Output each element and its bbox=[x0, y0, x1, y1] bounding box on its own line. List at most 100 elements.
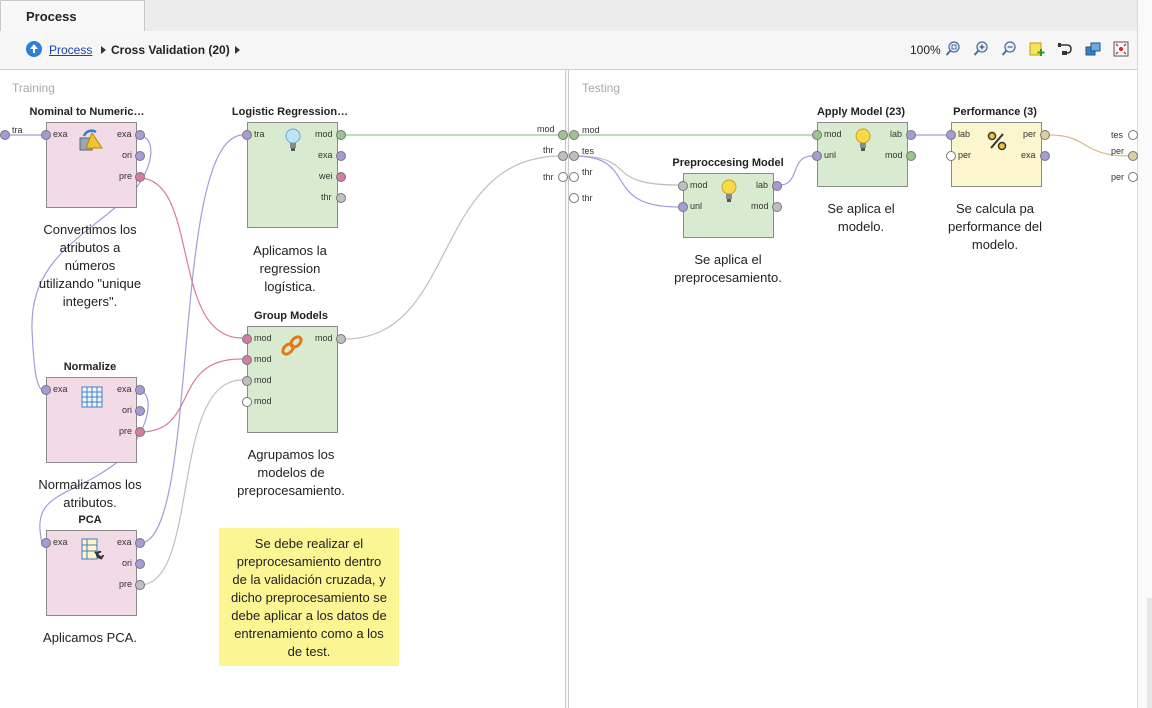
auto-wire-icon[interactable] bbox=[1057, 41, 1073, 57]
training-input-label: tra bbox=[12, 125, 23, 135]
zoom-out-icon[interactable] bbox=[1001, 41, 1017, 57]
testing-input-port-thr[interactable] bbox=[569, 172, 579, 182]
prepmodel-in-unl[interactable] bbox=[678, 202, 688, 212]
description-text: Normalizamos los atributos. bbox=[38, 477, 142, 510]
description-text: Se calcula pa performance del modelo. bbox=[948, 201, 1042, 252]
description-text: Aplicamos la regression logística. bbox=[253, 243, 327, 294]
group-in-mod-4[interactable] bbox=[242, 397, 252, 407]
normalize-in-exa[interactable] bbox=[41, 385, 51, 395]
pca-out-exa[interactable] bbox=[135, 538, 145, 548]
testing-output-port-tes[interactable] bbox=[1128, 130, 1138, 140]
add-note-icon[interactable] bbox=[1029, 41, 1045, 57]
tab-process[interactable]: Process bbox=[0, 0, 145, 31]
performance-operator[interactable] bbox=[951, 122, 1042, 187]
nominal-description: Convertimos los atributos a números util… bbox=[39, 221, 141, 311]
testing-output-port-per-empty[interactable] bbox=[1128, 172, 1138, 182]
performance-in-per[interactable] bbox=[946, 151, 956, 161]
prepmodel-out-mod[interactable] bbox=[772, 202, 782, 212]
subprocess-divider[interactable] bbox=[565, 70, 569, 708]
normalize-out-pre[interactable] bbox=[135, 427, 145, 437]
prepmodel-out-lab[interactable] bbox=[772, 181, 782, 191]
port-label: wei bbox=[319, 171, 333, 181]
go-up-icon[interactable] bbox=[26, 41, 42, 57]
port-label: pre bbox=[119, 171, 133, 181]
port-label: exa bbox=[53, 384, 68, 394]
logreg-in-tra[interactable] bbox=[242, 130, 252, 140]
group-in-mod-1[interactable] bbox=[242, 334, 252, 344]
normalize-operator[interactable] bbox=[46, 377, 137, 463]
pca-operator[interactable] bbox=[46, 530, 137, 616]
group-models-operator[interactable] bbox=[247, 326, 338, 433]
zoom-in-icon[interactable] bbox=[973, 41, 989, 57]
testing-input-label-mod: mod bbox=[582, 125, 600, 135]
nominal-in-exa[interactable] bbox=[41, 130, 51, 140]
tab-bar: Process bbox=[0, 0, 1152, 32]
logistic-regression-operator[interactable] bbox=[247, 122, 338, 228]
breadcrumb-expand-icon[interactable] bbox=[235, 46, 240, 54]
sticky-note[interactable]: Se debe realizar el preprocesamiento den… bbox=[219, 528, 399, 666]
arrange-operators-icon[interactable] bbox=[1085, 41, 1101, 57]
testing-input-port-mod[interactable] bbox=[569, 130, 579, 140]
testing-input-port-thr-empty[interactable] bbox=[569, 193, 579, 203]
performance-out-exa[interactable] bbox=[1040, 151, 1050, 161]
testing-section-label: Testing bbox=[582, 81, 621, 95]
group-in-mod-2[interactable] bbox=[242, 355, 252, 365]
nominal-out-exa[interactable] bbox=[135, 130, 145, 140]
port-label: unl bbox=[824, 150, 837, 160]
training-output-label-mod: mod bbox=[537, 124, 555, 134]
port-label: per bbox=[1023, 129, 1037, 139]
description-text: Convertimos los atributos a números util… bbox=[38, 222, 142, 309]
prepmodel-in-mod[interactable] bbox=[678, 181, 688, 191]
nominal-out-pre[interactable] bbox=[135, 172, 145, 182]
port-label: lab bbox=[958, 129, 971, 139]
nominal-to-numerical-operator[interactable] bbox=[46, 122, 137, 208]
apply-out-mod[interactable] bbox=[906, 151, 916, 161]
breadcrumb-root-link[interactable]: Process bbox=[49, 43, 93, 57]
testing-output-port-per[interactable] bbox=[1128, 151, 1138, 161]
nominal-out-ori[interactable] bbox=[135, 151, 145, 161]
port-label: tra bbox=[254, 129, 265, 139]
port-label: mod bbox=[254, 375, 272, 385]
pca-out-pre[interactable] bbox=[135, 580, 145, 590]
apply-out-lab[interactable] bbox=[906, 130, 916, 140]
logreg-out-mod[interactable] bbox=[336, 130, 346, 140]
group-out-mod[interactable] bbox=[336, 334, 346, 344]
logreg-out-exa[interactable] bbox=[336, 151, 346, 161]
port-label: thr bbox=[321, 192, 332, 202]
port-label: exa bbox=[53, 129, 68, 139]
port-label: exa bbox=[117, 384, 132, 394]
logreg-out-wei[interactable] bbox=[336, 172, 346, 182]
testing-input-label-thr: thr bbox=[582, 167, 593, 177]
performance-in-lab[interactable] bbox=[946, 130, 956, 140]
normalize-out-ori[interactable] bbox=[135, 406, 145, 416]
pca-out-ori[interactable] bbox=[135, 559, 145, 569]
logreg-out-thr[interactable] bbox=[336, 193, 346, 203]
normalize-out-exa[interactable] bbox=[135, 385, 145, 395]
testing-input-port-tes[interactable] bbox=[569, 151, 579, 161]
training-output-port-mod[interactable] bbox=[558, 130, 568, 140]
lightbulb-icon bbox=[855, 128, 871, 151]
group-in-mod-3[interactable] bbox=[242, 376, 252, 386]
pca-in-exa[interactable] bbox=[41, 538, 51, 548]
fit-view-icon[interactable] bbox=[1113, 41, 1129, 57]
port-label: ori bbox=[122, 150, 133, 160]
preprocessing-model-operator[interactable] bbox=[683, 173, 774, 238]
training-input-port[interactable] bbox=[0, 130, 10, 140]
nominal-title: Nominal to Numeric… bbox=[29, 106, 145, 118]
apply-in-unl[interactable] bbox=[812, 151, 822, 161]
scrollbar[interactable] bbox=[1147, 598, 1152, 708]
training-output-port-empty[interactable] bbox=[558, 172, 568, 182]
port-label: mod bbox=[315, 333, 333, 343]
logreg-title: Logistic Regression… bbox=[231, 106, 349, 118]
training-section-label: Training bbox=[12, 81, 55, 95]
apply-in-mod[interactable] bbox=[812, 130, 822, 140]
port-label: mod bbox=[824, 129, 842, 139]
performance-out-per[interactable] bbox=[1040, 130, 1050, 140]
training-output-port-thr[interactable] bbox=[558, 151, 568, 161]
testing-output-label-tes: tes bbox=[1111, 130, 1124, 140]
zoom-fit-icon[interactable] bbox=[945, 41, 961, 57]
lightbulb-icon bbox=[721, 179, 737, 202]
port-label: mod bbox=[885, 150, 903, 160]
port-label: ori bbox=[122, 405, 133, 415]
testing-input-label-thr-empty: thr bbox=[582, 193, 593, 203]
